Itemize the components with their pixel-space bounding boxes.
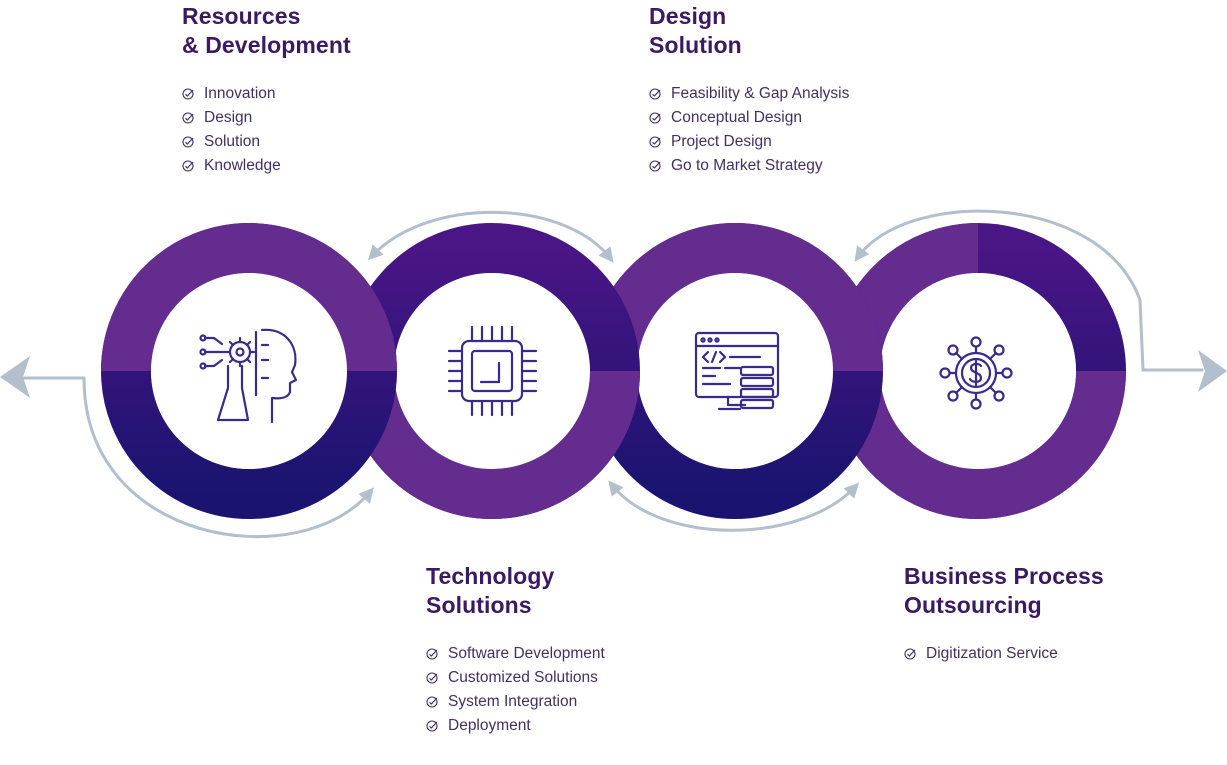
list-item: Software Development bbox=[426, 642, 605, 666]
code-monitor-icon bbox=[694, 331, 780, 411]
arrow-bottom-mid bbox=[608, 480, 860, 532]
check-icon bbox=[649, 88, 661, 100]
ring-business-process-outsourcing bbox=[830, 223, 1126, 519]
check-icon bbox=[426, 720, 438, 732]
right-arrowhead-icon bbox=[1198, 350, 1227, 392]
left-arrowhead-icon bbox=[0, 356, 30, 398]
arrow-bottom-left bbox=[82, 376, 374, 539]
ai-head-gear-icon bbox=[199, 328, 298, 424]
list-item: Project Design bbox=[649, 130, 849, 154]
check-icon bbox=[426, 672, 438, 684]
stage-items: Feasibility & Gap Analysis Conceptual De… bbox=[649, 82, 849, 178]
list-item: Customized Solutions bbox=[426, 666, 605, 690]
stage-technology-solutions: Technology Solutions Software Developmen… bbox=[426, 562, 605, 738]
list-item: Design bbox=[182, 106, 351, 130]
check-icon bbox=[426, 696, 438, 708]
stage-title: Design Solution bbox=[649, 3, 742, 58]
check-icon bbox=[649, 112, 661, 124]
list-item: System Integration bbox=[426, 690, 605, 714]
check-icon bbox=[649, 160, 661, 172]
microchip-icon bbox=[447, 325, 538, 417]
stage-title: Business Process Outsourcing bbox=[904, 563, 1104, 618]
stage-title: Resources & Development bbox=[182, 3, 351, 58]
check-icon bbox=[649, 136, 661, 148]
list-item: Go to Market Strategy bbox=[649, 154, 849, 178]
check-icon bbox=[182, 136, 194, 148]
stage-items: Digitization Service bbox=[904, 642, 1104, 666]
list-item: Innovation bbox=[182, 82, 351, 106]
list-item: Digitization Service bbox=[904, 642, 1104, 666]
arrow-top-left bbox=[367, 210, 614, 263]
stage-business-process-outsourcing: Business Process Outsourcing Digitizatio… bbox=[904, 562, 1104, 666]
list-item: Deployment bbox=[426, 714, 605, 738]
stage-items: Software Development Customized Solution… bbox=[426, 642, 605, 738]
check-icon bbox=[182, 160, 194, 172]
ring-technology-solutions bbox=[344, 223, 640, 519]
check-icon bbox=[904, 648, 916, 660]
stage-items: Innovation Design Solution Knowledge bbox=[182, 82, 351, 178]
flow-arrows bbox=[16, 209, 1204, 539]
check-icon bbox=[182, 88, 194, 100]
list-item: Feasibility & Gap Analysis bbox=[649, 82, 849, 106]
ring-design-solution bbox=[587, 223, 883, 519]
dollar-network-icon bbox=[939, 336, 1013, 410]
stage-resources-development: Resources & Development Innovation Desig… bbox=[182, 2, 351, 178]
ring-resources-development bbox=[101, 223, 397, 519]
list-item: Conceptual Design bbox=[649, 106, 849, 130]
stage-title: Technology Solutions bbox=[426, 563, 555, 618]
check-icon bbox=[182, 112, 194, 124]
arrow-top-right bbox=[854, 209, 1204, 372]
list-item: Knowledge bbox=[182, 154, 351, 178]
list-item: Solution bbox=[182, 130, 351, 154]
stage-design-solution: Design Solution Feasibility & Gap Analys… bbox=[649, 2, 849, 178]
check-icon bbox=[426, 648, 438, 660]
